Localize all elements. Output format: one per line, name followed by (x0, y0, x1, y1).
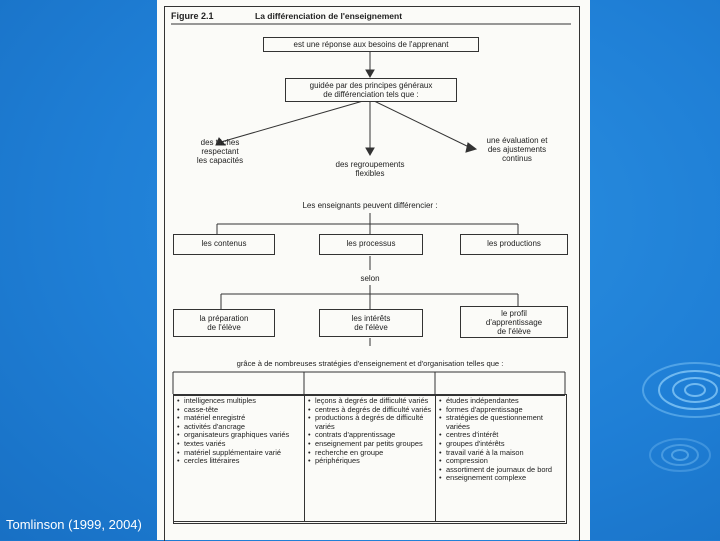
text-label: continus (502, 154, 532, 163)
list-item: assortiment de journaux de bord (439, 465, 562, 475)
list-item: cercles littéraires (177, 457, 301, 466)
list-item: leçons à degrés de difficulté variés (308, 396, 432, 406)
learning-profile-box: le profil d'apprentissage de l'élève (460, 306, 568, 338)
list-item: casse-tête (177, 405, 301, 415)
text-label: des ajustements (487, 145, 547, 154)
list-item: recherche en groupe (308, 448, 432, 458)
text-label: de l'élève (497, 327, 531, 336)
list-item: enseignement complexe (439, 474, 562, 483)
list-item: centres d'intérêt (439, 431, 562, 440)
text-label: des tâches (200, 138, 240, 147)
connector-lines (171, 23, 571, 394)
content-box: les contenus (173, 234, 275, 255)
list-item: compression (439, 457, 562, 466)
list-item: études indépendantes (439, 396, 562, 406)
principles-line-1: guidée par des principes généraux (309, 81, 433, 90)
response-text: est une réponse aux besoins de l'apprena… (293, 40, 449, 49)
strategies-column-3: études indépendantes formes d'apprentiss… (435, 395, 565, 522)
text-label: le profil (501, 309, 527, 318)
process-box: les processus (319, 234, 423, 255)
list-item: intelligences multiples (177, 396, 301, 406)
text-label: de l'élève (354, 323, 388, 332)
text-label: les contenus (201, 239, 247, 248)
list-item: travail varié à la maison (439, 448, 562, 458)
list-item: productions à degrés de difficulté varié… (308, 413, 432, 431)
list-item: stratégies de questionnement variées (439, 413, 562, 431)
figure-frame (164, 6, 580, 541)
text-label: les intérêts (351, 314, 391, 323)
strategies-column-2: leçons à degrés de difficulté variés cen… (304, 395, 435, 522)
principle-groupings: des regroupements flexibles (320, 160, 420, 178)
text-label: d'apprentissage (485, 318, 543, 327)
strategies-column-1: intelligences multiples casse-tête matér… (173, 395, 304, 522)
readiness-box: la préparation de l'élève (173, 309, 275, 337)
list-item: matériel supplémentaire varié (177, 448, 301, 458)
list-item: activités d'ancrage (177, 422, 301, 432)
text-label: flexibles (355, 169, 385, 178)
list-item: organisateurs graphiques variés (177, 431, 301, 440)
list-item: centres à degrés de difficulté variés (308, 405, 432, 415)
text-label: les capacités (196, 156, 244, 165)
text-label: les productions (487, 239, 541, 248)
strategies-intro: grâce à de nombreuses stratégies d'ensei… (236, 359, 504, 368)
water-ripple-decoration (642, 362, 720, 472)
list-item: formes d'apprentissage (439, 405, 562, 415)
source-credit: Tomlinson (1999, 2004) (6, 517, 142, 532)
text-label: les processus (346, 239, 396, 248)
figure-page: Figure 2.1 La différenciation de l'ensei… (157, 0, 590, 541)
principle-tasks: des tâches respectant les capacités (185, 138, 255, 165)
principles-box: guidée par des principes généraux de dif… (285, 78, 457, 102)
interests-box: les intérêts de l'élève (319, 309, 423, 337)
principle-assessment: une évaluation et des ajustements contin… (477, 136, 557, 163)
selon-label: selon (360, 274, 380, 283)
list-item: groupes d'intérêts (439, 439, 562, 449)
list-item: enseignement par petits groupes (308, 439, 432, 449)
text-label: une évaluation et (486, 136, 548, 145)
text-label: de l'élève (207, 323, 241, 332)
figure-title: La différenciation de l'enseignement (255, 11, 403, 21)
principles-line-2: de différenciation tels que : (323, 90, 419, 99)
list-item: textes variés (177, 439, 301, 449)
text-label: respectant (201, 147, 239, 156)
figure-label: Figure 2.1 (171, 11, 214, 21)
text-label: la préparation (199, 314, 249, 323)
response-box: est une réponse aux besoins de l'apprena… (263, 37, 479, 52)
list-item: contrats d'apprentissage (308, 431, 432, 440)
can-differentiate-heading: Les enseignants peuvent différencier : (302, 201, 438, 210)
products-box: les productions (460, 234, 568, 255)
list-item: matériel enregistré (177, 414, 301, 423)
list-item: périphériques (308, 457, 432, 466)
text-label: des regroupements (335, 160, 405, 169)
